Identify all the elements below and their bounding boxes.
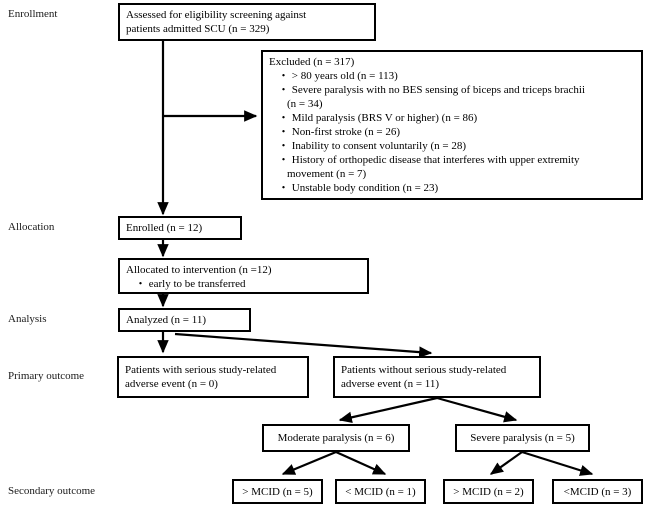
stage-label-analysis: Analysis (8, 313, 47, 325)
excluded-item-6: ・ History of orthopedic disease that int… (278, 154, 580, 166)
node-mcid-above-moderate[interactable]: > MCID (n = 5) (232, 479, 323, 504)
mcid-d-line-1: <MCID (n = 3) (563, 485, 632, 498)
ae-with-line-2: adverse event (n = 0) (125, 378, 218, 390)
node-mcid-below-severe[interactable]: <MCID (n = 3) (552, 479, 643, 504)
stage-label-enrollment: Enrollment (8, 8, 58, 20)
excluded-item-6-cont: movement (n = 7) (287, 168, 367, 180)
node-allocated-to-intervention[interactable]: Allocated to intervention (n =12) ・ earl… (118, 258, 369, 294)
connector-moderate-to-mcid-a (281, 450, 337, 476)
assessed-line-2: patients admitted SCU (n = 329) (126, 23, 270, 35)
assessed-line-1: Assessed for eligibility screening again… (126, 9, 307, 21)
node-excluded[interactable]: Excluded (n = 317) ・ > 80 years old (n =… (261, 50, 643, 200)
connector-ae-without-to-severe (436, 396, 518, 423)
stage-label-primary-outcome: Primary outcome (8, 370, 85, 382)
ae-without-line-1: Patients without serious study-related (341, 364, 507, 376)
allocated-line-1: Allocated to intervention (n =12) (126, 264, 272, 276)
excluded-item-1: ・ > 80 years old (n = 113) (278, 70, 398, 82)
connector-ae-without-to-moderate (338, 396, 438, 423)
ae-without-line-2: adverse event (n = 11) (341, 378, 440, 390)
node-severe-paralysis[interactable]: Severe paralysis (n = 5) (455, 424, 590, 452)
node-patients-with-serious-ae[interactable]: Patients with serious study-related adve… (117, 356, 309, 398)
excluded-item-2: ・ Severe paralysis with no BES sensing o… (278, 84, 586, 96)
connector-severe-to-mcid-d (521, 450, 594, 476)
mcid-a-line-1: > MCID (n = 5) (242, 485, 313, 498)
node-assessed-for-eligibility[interactable]: Assessed for eligibility screening again… (118, 3, 376, 41)
excluded-item-7: ・ Unstable body condition (n = 23) (278, 182, 439, 194)
moderate-line-1: Moderate paralysis (n = 6) (277, 432, 395, 444)
node-moderate-paralysis[interactable]: Moderate paralysis (n = 6) (262, 424, 410, 452)
node-analyzed[interactable]: Analyzed (n = 11) (118, 308, 251, 332)
analyzed-line-1: Analyzed (n = 11) (126, 314, 207, 326)
enrolled-line-1: Enrolled (n = 12) (126, 222, 203, 234)
node-mcid-below-moderate[interactable]: < MCID (n = 1) (335, 479, 426, 504)
excluded-heading: Excluded (n = 317) (269, 56, 355, 68)
excluded-item-2-cont: (n = 34) (287, 98, 323, 110)
ae-with-line-1: Patients with serious study-related (125, 364, 277, 376)
excluded-item-3: ・ Mild paralysis (BRS V or higher) (n = … (278, 112, 478, 124)
node-mcid-above-severe[interactable]: > MCID (n = 2) (443, 479, 534, 504)
connector-moderate-to-mcid-b (335, 450, 387, 476)
node-enrolled[interactable]: Enrolled (n = 12) (118, 216, 242, 240)
severe-line-1: Severe paralysis (n = 5) (470, 432, 575, 444)
node-patients-without-serious-ae[interactable]: Patients without serious study-related a… (333, 356, 541, 398)
connector-analyzed-to-ae-without (174, 332, 433, 358)
connector-severe-to-mcid-c (489, 451, 523, 475)
excluded-item-4: ・ Non-first stroke (n = 26) (278, 126, 400, 138)
stage-label-secondary-outcome: Secondary outcome (8, 485, 96, 497)
mcid-b-line-1: < MCID (n = 1) (345, 485, 416, 498)
allocated-line-2: ・ early to be transferred (135, 278, 246, 290)
mcid-c-line-1: > MCID (n = 2) (453, 485, 524, 498)
stage-label-allocation: Allocation (8, 221, 55, 233)
excluded-item-5: ・ Inability to consent voluntarily (n = … (278, 140, 466, 152)
